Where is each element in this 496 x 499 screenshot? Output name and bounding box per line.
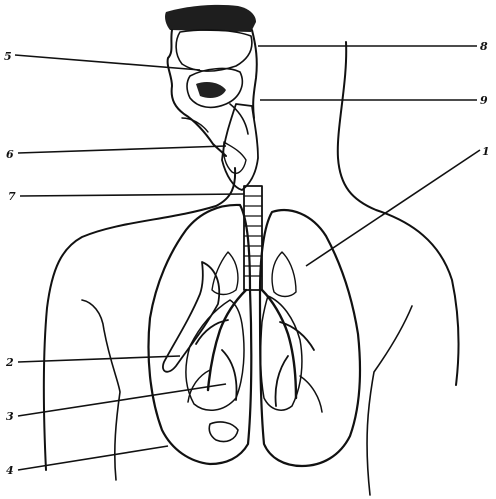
leader-lines	[15, 46, 480, 470]
label-4: 4	[6, 464, 14, 477]
body-outline	[44, 42, 459, 495]
right-lung	[260, 210, 360, 466]
label-2: 2	[5, 356, 14, 369]
head	[165, 5, 257, 156]
label-7: 7	[8, 190, 16, 203]
label-8: 8	[480, 40, 488, 53]
label-3: 3	[6, 410, 14, 423]
label-5: 5	[4, 50, 12, 63]
label-1: 1	[482, 145, 490, 158]
label-6: 6	[6, 148, 14, 161]
left-lung	[149, 205, 252, 464]
label-9: 9	[480, 94, 488, 107]
